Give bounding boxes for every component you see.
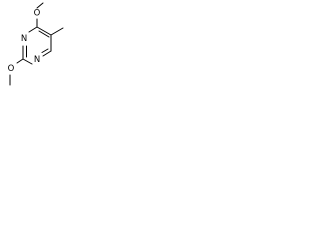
bond-n1-c2 <box>22 58 33 65</box>
bond-c6-n1 <box>42 50 52 57</box>
atom-o-top: O <box>34 9 41 19</box>
atom-n-lower: N <box>34 55 40 65</box>
bond-methyl-o-top <box>36 2 44 9</box>
atom-n-upper: N <box>21 34 27 44</box>
bond-c5-methyl <box>50 27 64 36</box>
atom-o-left: O <box>8 64 15 74</box>
bonds <box>9 2 64 86</box>
bond-c2-o-left <box>16 58 24 64</box>
bond-c4-c5-inner <box>38 30 50 38</box>
molecule-structure: O N N O <box>8 2 64 86</box>
bond-c4-c5 <box>36 26 52 36</box>
bond-n3-c4 <box>28 26 38 33</box>
bond-c6-n1-inner <box>41 48 49 53</box>
atom-labels: O N N O <box>8 9 41 75</box>
